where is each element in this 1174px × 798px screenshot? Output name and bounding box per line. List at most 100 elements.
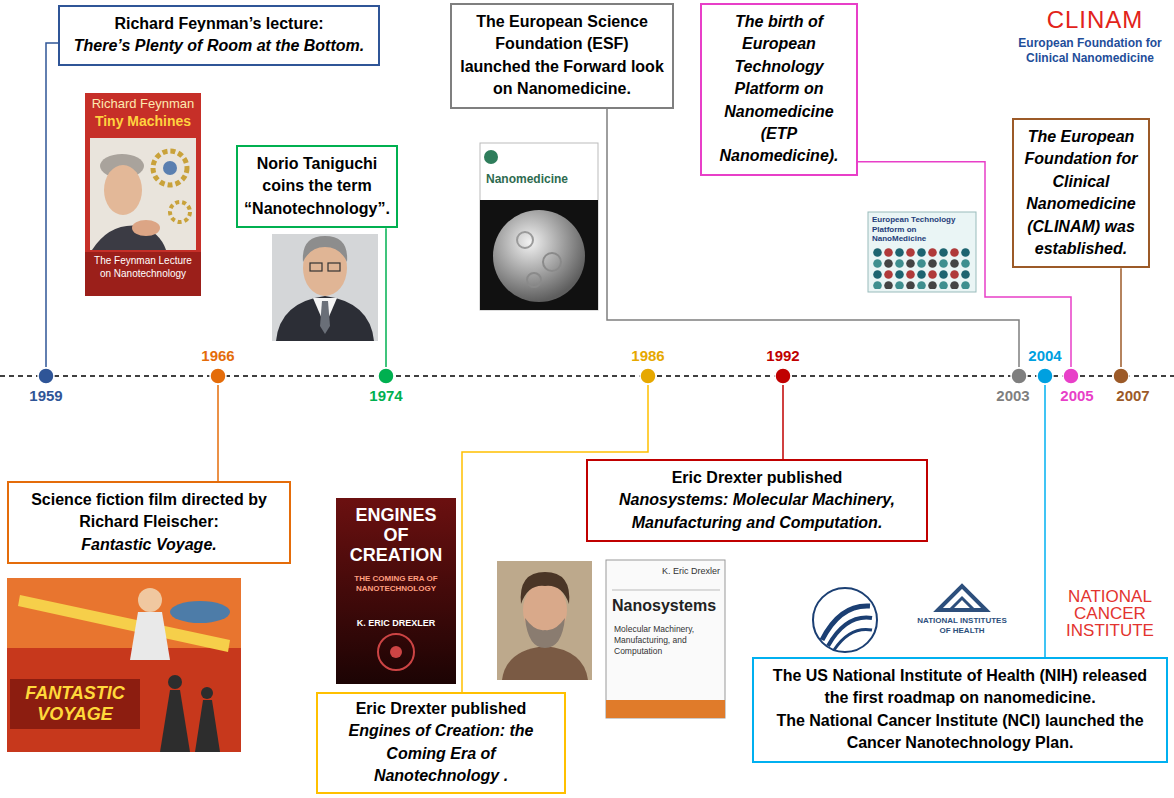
illustration-text: NATIONAL INSTITUTES OF HEALTH xyxy=(912,616,1012,635)
feynman-book-cover xyxy=(85,93,201,296)
year-dot-circle xyxy=(1037,368,1053,384)
illustration-text: Richard Feynman xyxy=(85,96,201,112)
esf-report-cover xyxy=(480,143,598,310)
illustration-part xyxy=(872,247,972,289)
year-dot xyxy=(209,367,227,385)
illustration-text: FANTASTIC VOYAGE xyxy=(14,683,136,724)
year-dot-circle xyxy=(1063,368,1079,384)
fantastic-voyage-poster xyxy=(7,578,241,752)
year-marker: 2004 xyxy=(1036,367,1054,385)
event-text: Engines of Creation: the Coming Era of N… xyxy=(326,720,556,787)
illustration-text: Nanomedicine xyxy=(486,172,592,186)
illustration-part xyxy=(170,202,190,222)
illustration-part xyxy=(303,236,347,262)
event-text: Norio Taniguchi coins the term “Nanotech… xyxy=(243,153,391,220)
illustration-text: ENGINES OF CREATION xyxy=(346,506,446,565)
year-label: 2005 xyxy=(1037,388,1117,405)
event-box: Norio Taniguchi coins the term “Nanotech… xyxy=(236,145,398,228)
illustration-part xyxy=(813,588,877,652)
illustration-text: K. Eric Drexler xyxy=(640,566,720,577)
leader-line xyxy=(1044,385,1046,657)
illustration-text: CLINAM xyxy=(1030,6,1160,35)
illustration-part xyxy=(484,150,498,164)
illustration-text: The Feynman Lecture on Nanotechnology xyxy=(89,255,197,280)
illustration-part xyxy=(132,220,160,236)
illustration-part xyxy=(480,143,598,310)
illustration-text: Nanosystems xyxy=(612,596,722,615)
event-box: Science fiction film directed by Richard… xyxy=(7,481,291,564)
leader-line xyxy=(385,228,387,367)
year-label: 1974 xyxy=(346,388,426,405)
illustration-text: THE COMING ERA OF NANOTECHNOLOGY xyxy=(342,574,450,594)
event-text: Richard Feynman’s lecture: xyxy=(68,13,370,35)
illustration-part xyxy=(938,586,986,610)
illustration-part xyxy=(521,572,570,604)
leader-line xyxy=(46,43,58,367)
illustration-part xyxy=(104,165,142,215)
illustration-part xyxy=(160,690,190,752)
engines-book-cover xyxy=(336,498,456,684)
illustration-part xyxy=(336,498,456,684)
illustration-part xyxy=(85,252,201,296)
event-box: The European Foundation for Clinical Nan… xyxy=(1012,118,1150,268)
illustration-part xyxy=(10,679,140,729)
illustration-part xyxy=(543,253,561,271)
event-box: Eric Drexter publishedEngines of Creatio… xyxy=(316,692,566,794)
event-text: The birth of European Technology Platfor… xyxy=(710,11,848,168)
year-label: 1959 xyxy=(6,388,86,405)
event-text: Eric Drexter published xyxy=(596,467,918,489)
year-dot xyxy=(774,367,792,385)
illustration-part xyxy=(276,296,374,341)
year-dot xyxy=(1010,367,1028,385)
illustration-part xyxy=(195,700,220,752)
year-marker: 2005 xyxy=(1062,367,1080,385)
year-dot-circle xyxy=(1011,368,1027,384)
year-label: 2003 xyxy=(973,388,1053,405)
leader-line xyxy=(1120,268,1122,367)
illustration-part xyxy=(201,687,213,699)
hhs-logo xyxy=(813,588,877,652)
year-marker: 1966 xyxy=(209,367,227,385)
year-dot-circle xyxy=(640,368,656,384)
illustration-part xyxy=(606,700,725,718)
event-text: The National Cancer Institute (NCI) laun… xyxy=(762,710,1158,755)
illustration-part xyxy=(320,301,330,334)
illustration-part xyxy=(828,618,872,646)
illustration-part xyxy=(525,618,565,648)
nanosystems-book-cover xyxy=(606,560,725,718)
year-label: 1966 xyxy=(178,348,258,365)
illustration-text: European Technology Platform on NanoMedi… xyxy=(872,215,972,244)
nih-logo xyxy=(938,586,986,610)
year-marker: 1974 xyxy=(377,367,395,385)
illustration-part xyxy=(168,675,182,689)
illustration-part xyxy=(517,232,533,248)
illustration-part xyxy=(493,210,585,302)
year-dot-circle xyxy=(775,368,791,384)
event-text: Fantastic Voyage. xyxy=(17,534,281,556)
year-dot xyxy=(1112,367,1130,385)
event-text: There’s Plenty of Room at the Bottom. xyxy=(68,35,370,57)
year-marker: 2003 xyxy=(1010,367,1028,385)
timeline-axis xyxy=(0,375,1174,377)
event-box: The European Science Foundation (ESF) la… xyxy=(450,3,674,109)
illustration-text: Molecular Machinery, Manufacturing, and … xyxy=(614,624,718,657)
illustration-text: European Foundation for Clinical Nanomed… xyxy=(1010,36,1170,66)
illustration-part xyxy=(90,138,196,250)
year-label: 2004 xyxy=(1005,348,1085,365)
illustration-part xyxy=(163,161,177,175)
illustration-part xyxy=(153,151,187,185)
year-dot xyxy=(37,367,55,385)
year-marker: 1986 xyxy=(639,367,657,385)
year-dot-circle xyxy=(38,368,54,384)
illustration-part xyxy=(7,578,241,752)
year-label: 1992 xyxy=(743,348,823,365)
year-dot xyxy=(1062,367,1080,385)
event-box: The US National Institute of Health (NIH… xyxy=(752,657,1168,763)
event-text: The European Science Foundation (ESF) la… xyxy=(460,11,664,101)
year-dot xyxy=(1036,367,1054,385)
year-label: 1986 xyxy=(608,348,688,365)
etp-paper-cover xyxy=(868,212,976,292)
illustration-part xyxy=(328,263,340,271)
event-box: The birth of European Technology Platfor… xyxy=(700,3,858,176)
illustration-part xyxy=(170,601,230,623)
